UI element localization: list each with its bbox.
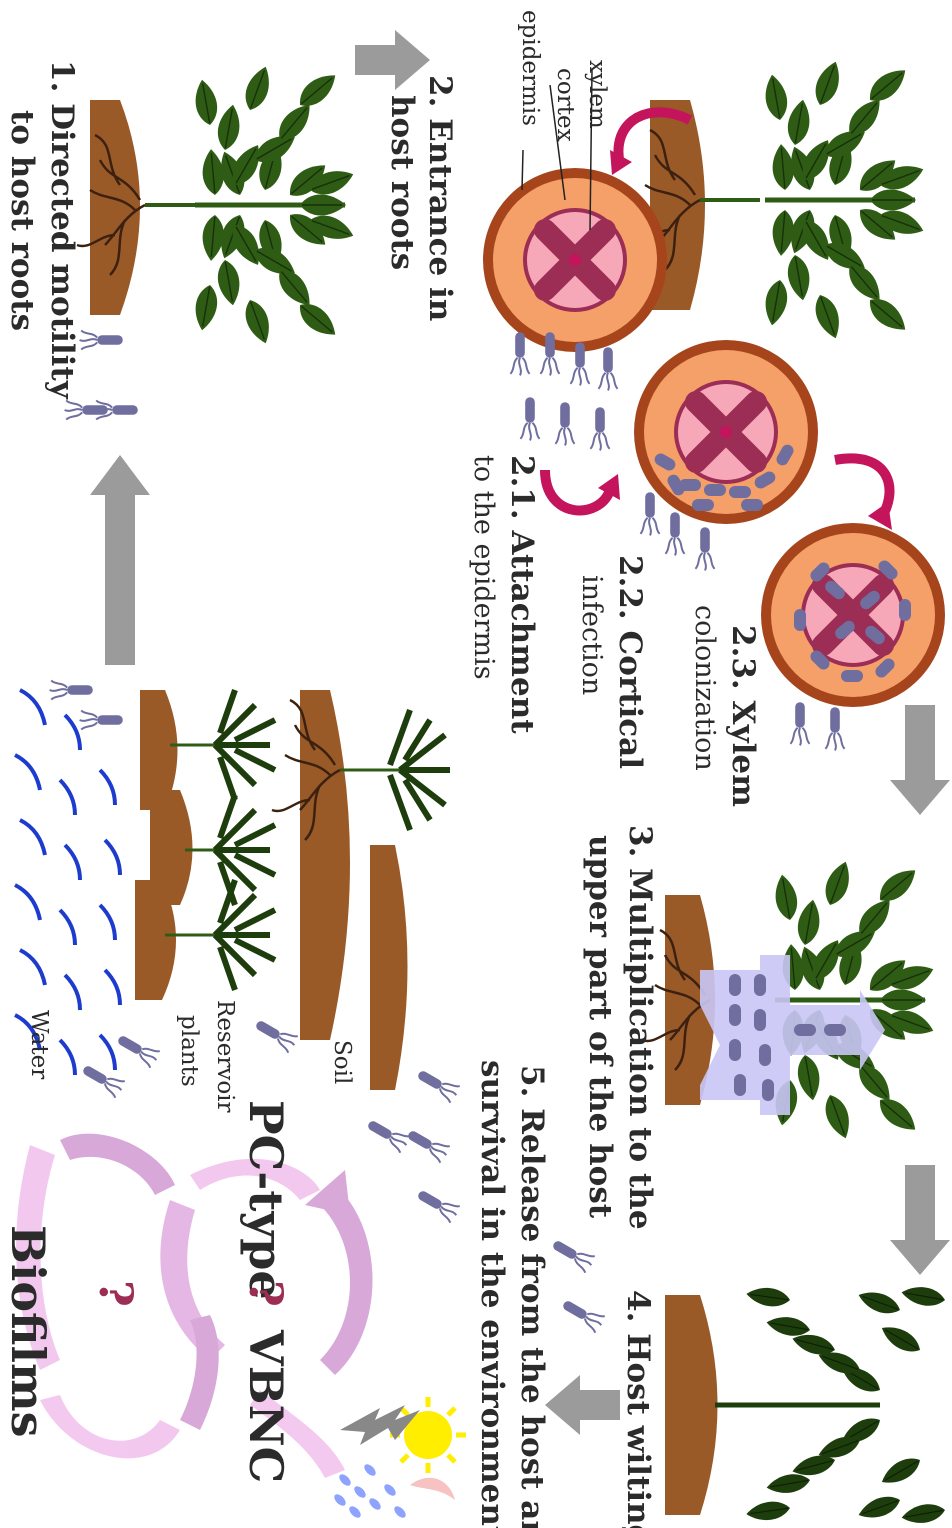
arrow-step4-to-step5 xyxy=(545,1375,620,1435)
arrow-environment-to-step1 xyxy=(90,455,150,665)
soil-plants xyxy=(272,690,450,1090)
vbnc-label: VBNC xyxy=(239,1329,293,1483)
wilted-plant-step4 xyxy=(665,1283,947,1526)
epidermis-pointer xyxy=(522,150,523,190)
step23-label-line2: colonization xyxy=(689,605,720,771)
arrow-step3-to-step4 xyxy=(890,1165,950,1275)
root-section-cortical xyxy=(634,340,818,570)
step2-label-line2: host roots xyxy=(384,95,420,270)
survival-states-cycle xyxy=(16,1134,372,1478)
step22-label-line2: infection xyxy=(576,575,607,695)
moon-icon xyxy=(410,1478,455,1500)
multiplying-plant-step3 xyxy=(642,858,937,1142)
step21-label-line2: to the epidermis xyxy=(468,455,499,680)
healthy-plant-step1 xyxy=(65,63,357,419)
step1-label: 1. Directed motility xyxy=(44,60,80,400)
step1-label-line2: to host roots xyxy=(4,110,40,331)
step3-label: 3. Multiplication to the xyxy=(622,825,658,1230)
reservoir-label: Reservoir xyxy=(212,1000,238,1113)
step21-label: 2.1. Attachment xyxy=(504,455,540,734)
epidermis-label: epidermis xyxy=(517,10,543,126)
question-mark-upper: ? xyxy=(239,1280,293,1307)
arrow-step1-to-step2 xyxy=(355,30,430,90)
step23-label: 2.3. Xylem xyxy=(725,625,761,807)
question-mark-lower: ? xyxy=(89,1280,143,1307)
step3-label-line2: upper part of the host xyxy=(582,835,618,1219)
rain-icon xyxy=(332,1462,408,1520)
soil-label: Soil xyxy=(329,1040,355,1084)
cortex-label: cortex xyxy=(552,68,578,142)
step2-label: 2. Entrance in xyxy=(422,75,458,321)
reservoir-plants xyxy=(135,690,275,1000)
arrow-attachment-to-cortical xyxy=(545,470,610,510)
step22-label: 2.2. Cortical xyxy=(612,555,648,769)
water-label: Water xyxy=(26,1010,52,1079)
step4-label: 4. Host wilting xyxy=(620,1290,656,1528)
step5-label-line2: survival in the environment xyxy=(474,1060,510,1528)
pc-type-label: PC-type xyxy=(239,1100,293,1300)
step5-label: 5. Release from the host and xyxy=(514,1065,550,1528)
plants-label: plants xyxy=(176,1015,202,1087)
biofilms-label: Biofilms xyxy=(1,1225,55,1438)
xylem-label: xylem xyxy=(584,60,610,129)
arrow-step2-to-step3 xyxy=(890,705,950,815)
